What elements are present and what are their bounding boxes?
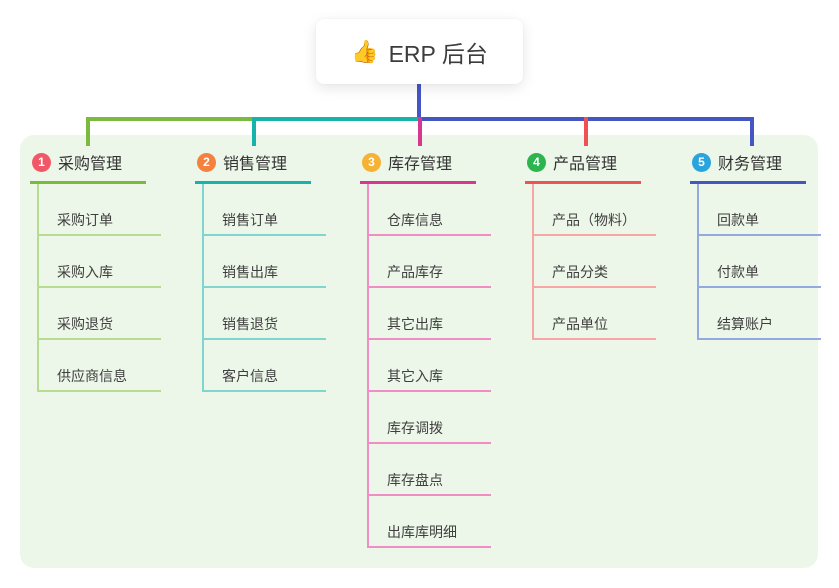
branch-items-list: 仓库信息产品库存其它出库其它入库库存调拨库存盘点出库库明细 [367,184,522,548]
branch-number-badge: 3 [362,152,381,172]
branch-number-badge: 4 [527,152,546,172]
connector-drop [418,117,422,146]
branch-header[interactable]: 3 库存管理 [360,146,476,184]
branch-items-list: 销售订单销售出库销售退货客户信息 [202,184,357,392]
branch-header[interactable]: 1 采购管理 [30,146,146,184]
branch-item[interactable]: 产品（物料） [534,184,656,236]
branch-header[interactable]: 4 产品管理 [525,146,641,184]
branch-column-4: 4 产品管理产品（物料）产品分类产品单位 [525,146,687,340]
branch-column-5: 5 财务管理回款单付款单结算账户 [690,146,839,340]
connector-drop [86,117,90,146]
branch-item[interactable]: 采购退货 [39,288,161,340]
branch-label: 财务管理 [718,156,783,173]
branch-item[interactable]: 客户信息 [204,340,326,392]
branch-item[interactable]: 产品库存 [369,236,491,288]
branch-item[interactable]: 供应商信息 [39,340,161,392]
branch-item[interactable]: 回款单 [699,184,821,236]
branch-header[interactable]: 5 财务管理 [690,146,806,184]
connector-drop [584,117,588,146]
branch-label: 产品管理 [553,156,618,173]
thumbs-up-icon: 👍 [351,38,379,64]
branch-items-list: 产品（物料）产品分类产品单位 [532,184,687,340]
branch-item[interactable]: 销售订单 [204,184,326,236]
root-node-label: ERP 后台 [388,40,488,67]
branch-item[interactable]: 采购入库 [39,236,161,288]
branch-column-1: 1 采购管理采购订单采购入库采购退货供应商信息 [30,146,192,392]
branch-column-3: 3 库存管理仓库信息产品库存其它出库其它入库库存调拨库存盘点出库库明细 [360,146,522,548]
branch-items-list: 采购订单采购入库采购退货供应商信息 [37,184,192,392]
branch-item[interactable]: 付款单 [699,236,821,288]
branch-number-badge: 2 [197,152,216,172]
branch-item[interactable]: 销售出库 [204,236,326,288]
branch-label: 库存管理 [388,156,453,173]
connector-bus-segment [86,117,256,121]
branch-item[interactable]: 其它出库 [369,288,491,340]
root-node[interactable]: 👍 ERP 后台 [316,19,523,84]
root-stem-connector [417,84,421,121]
branch-items-list: 回款单付款单结算账户 [697,184,839,340]
branch-item[interactable]: 产品分类 [534,236,656,288]
connector-drop [252,117,256,146]
connector-drop [750,117,754,146]
branch-item[interactable]: 其它入库 [369,340,491,392]
branch-item[interactable]: 出库库明细 [369,496,491,548]
branch-header[interactable]: 2 销售管理 [195,146,311,184]
branch-column-2: 2 销售管理销售订单销售出库销售退货客户信息 [195,146,357,392]
branch-item[interactable]: 库存盘点 [369,444,491,496]
branch-number-badge: 5 [692,152,711,172]
connector-bus-segment [252,117,422,121]
branch-item[interactable]: 仓库信息 [369,184,491,236]
branch-item[interactable]: 库存调拨 [369,392,491,444]
branch-item[interactable]: 采购订单 [39,184,161,236]
branch-item[interactable]: 产品单位 [534,288,656,340]
branch-item[interactable]: 销售退货 [204,288,326,340]
branch-number-badge: 1 [32,152,51,172]
branch-label: 采购管理 [58,156,123,173]
branch-item[interactable]: 结算账户 [699,288,821,340]
branch-label: 销售管理 [223,156,288,173]
